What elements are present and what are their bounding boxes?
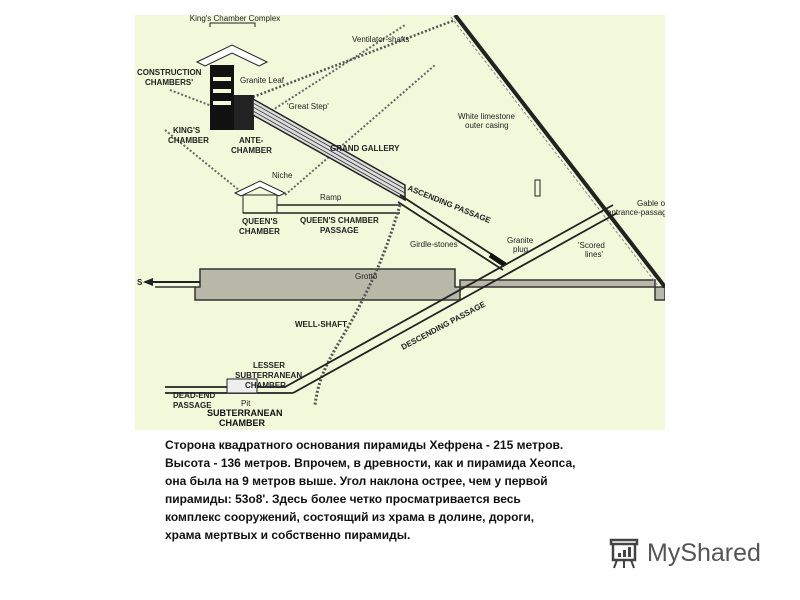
caption-line: Сторона квадратного основания пирамиды Х… [165,438,564,452]
caption-text: Сторона квадратного основания пирамиды Х… [165,436,645,544]
label-granite-plug: Granite [507,236,534,245]
label-queens-passage-2: PASSAGE [320,226,359,235]
label-lesser: LESSER [253,361,285,370]
label-lesser-2: SUBTERRANEAN [235,371,302,380]
label-queens-passage: QUEEN'S CHAMBER [300,216,379,225]
label-grotto: Grotto [355,272,378,281]
label-subterranean: SUBTERRANEAN [207,408,283,418]
logo-text: MyShared [647,538,761,567]
label-scored-lines-2: lines' [585,250,603,259]
label-dead-end-2: PASSAGE [173,401,212,410]
pyramid-cross-section-diagram: King's Chamber Complex Ventilator-shafts… [135,15,665,430]
label-ramp: Ramp [320,193,342,202]
label-ante-chamber: ANTE- [239,136,264,145]
label-white-limestone-2: outer casing [465,121,509,130]
label-kings-chamber-2: CHAMBER [168,136,209,145]
label-grand-gallery: GRAND GALLERY [330,144,400,153]
label-pit: Pit [241,399,251,408]
label-ventilator: Ventilator-shafts [352,35,409,44]
label-great-step: 'Great Step' [287,102,329,111]
label-kings-complex: King's Chamber Complex [190,15,280,23]
label-well-shaft: WELL-SHAFT [295,320,347,329]
label-ante-chamber-2: CHAMBER [231,146,272,155]
label-girdle-stones: Girdle-stones [410,240,458,249]
label-construction: CONSTRUCTION [137,68,202,77]
label-gable-2: entrance-passage [607,208,665,217]
label-lesser-3: CHAMBER [245,381,286,390]
label-queens-chamber: QUEEN'S [242,217,278,226]
label-granite-leaf: Granite Leaf [240,76,285,85]
caption-line: пирамиды: 53о8'. Здесь более четко просм… [165,492,521,506]
label-south: S [137,278,143,287]
label-niche: Niche [272,171,293,180]
label-dead-end: DEAD-END [173,391,215,400]
label-queens-chamber-2: CHAMBER [239,227,280,236]
label-scored-lines: 'Scored [578,241,605,250]
caption-line: Высота - 136 метров. Впрочем, в древност… [165,456,576,470]
label-kings-chamber: KING'S [173,126,201,135]
label-white-limestone: White limestone [458,112,515,121]
caption-line: она была на 9 метров выше. Угол наклона … [165,474,548,488]
caption-line: храма мертвых и собственно пирамиды. [165,528,411,542]
label-subterranean-2: CHAMBER [219,418,265,428]
presentation-board-icon [609,538,639,569]
label-construction-2: CHAMBERS' [145,78,193,87]
label-gable: Gable over [637,199,665,208]
myshared-logo[interactable]: MyShared [607,536,761,570]
label-granite-plug-2: plug [513,245,528,254]
caption-line: комплекс сооружений, состоящий из храма … [165,510,535,524]
